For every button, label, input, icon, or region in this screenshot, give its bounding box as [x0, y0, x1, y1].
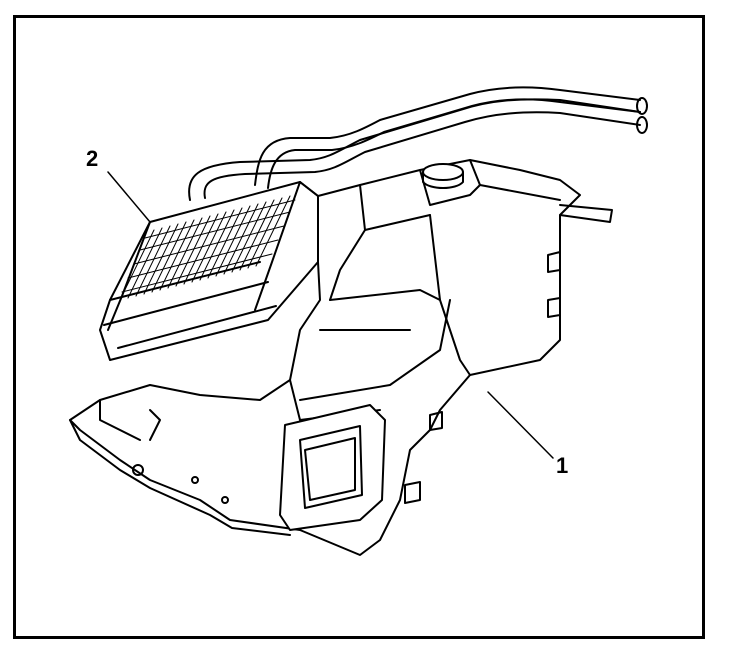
hvac-housing: [69, 159, 613, 556]
heater-pipes: [188, 86, 648, 201]
callout-2: 2: [86, 146, 99, 171]
heater-core: [99, 181, 319, 361]
callout-1: 1: [556, 453, 569, 478]
leader-lines: [107, 171, 554, 459]
